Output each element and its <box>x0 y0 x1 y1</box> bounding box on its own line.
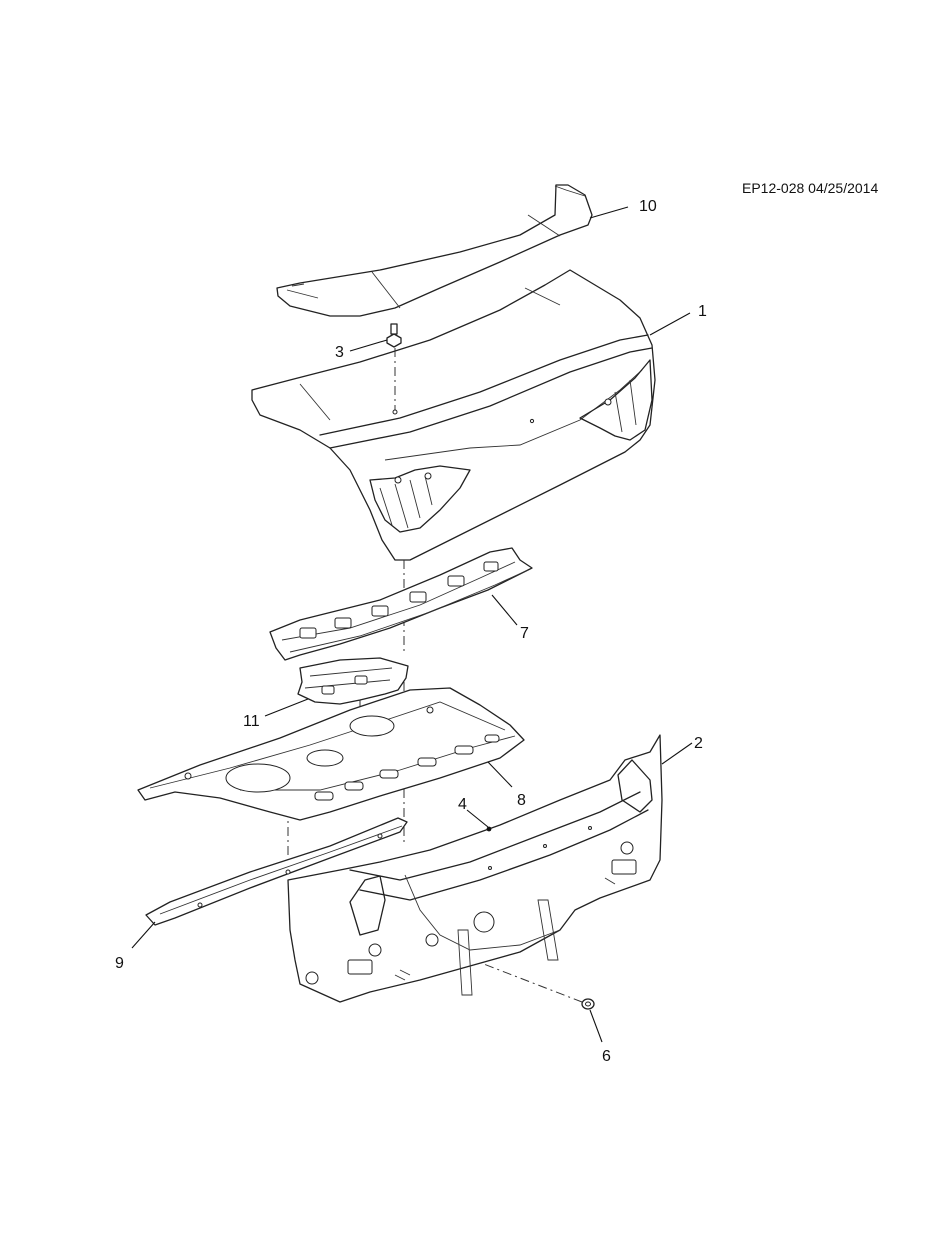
callout-8: 8 <box>517 792 526 809</box>
rear-spoiler <box>276 184 593 317</box>
bumper-stop <box>581 998 595 1010</box>
leader-6 <box>589 1009 603 1043</box>
callout-1: 1 <box>698 303 707 320</box>
decklid <box>251 269 656 561</box>
rear-strip <box>145 817 408 926</box>
rear-shelf-panel <box>137 687 525 821</box>
callout-11: 11 <box>243 713 260 730</box>
shim-plate <box>297 657 409 705</box>
fastener-dot <box>486 826 492 832</box>
callout-9: 9 <box>115 955 124 972</box>
callout-6: 6 <box>602 1048 611 1065</box>
leader-1 <box>649 312 691 336</box>
leader-8 <box>487 761 513 788</box>
spoiler-nut <box>386 323 402 348</box>
rear-end-panel <box>287 734 663 1003</box>
leader-9 <box>131 921 156 949</box>
decklid-reinforcement <box>269 547 533 661</box>
diagram-reference: EP12-028 04/25/2014 <box>742 180 878 196</box>
leader-7 <box>491 594 518 626</box>
callout-2: 2 <box>694 735 703 752</box>
leader-2 <box>661 742 693 765</box>
callout-3: 3 <box>335 344 344 361</box>
callout-4: 4 <box>458 796 467 813</box>
leader-10 <box>589 206 629 219</box>
nut-hole <box>392 409 398 415</box>
leader-4 <box>466 809 489 828</box>
leader-11 <box>264 698 309 717</box>
callout-7: 7 <box>520 625 529 642</box>
leader-3 <box>349 339 388 352</box>
callout-10: 10 <box>639 198 657 215</box>
